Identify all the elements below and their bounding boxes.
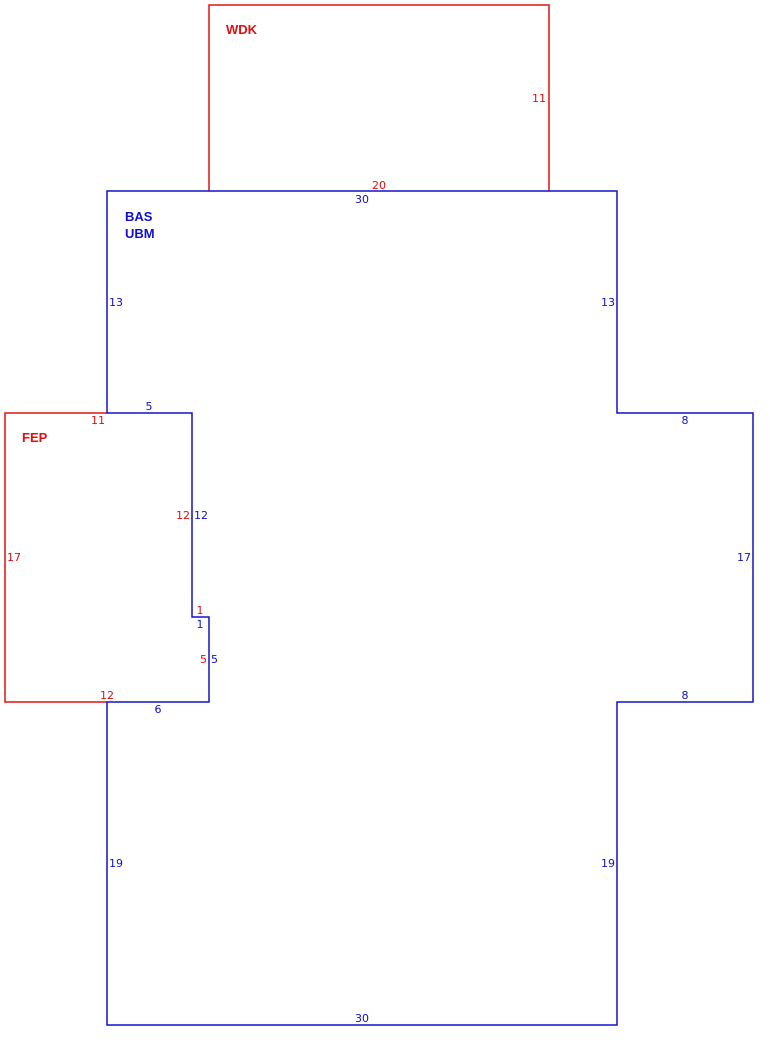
dim-wdk-right: 11 [532,92,546,105]
wdk-area-label: WDK [226,22,258,37]
dim-bas-right-upper: 13 [601,296,615,309]
dim-bas-notch-bottom: 6 [155,703,162,716]
dim-bas-right-bump-top: 8 [682,414,689,427]
dim-fep-top: 11 [91,414,105,427]
ubm-area-label: UBM [125,226,155,241]
dim-bas-right-bump-side: 17 [737,551,751,564]
dim-bas-top: 30 [355,193,369,206]
dim-bas-right-lower: 19 [601,857,615,870]
wdk-outline [208,4,550,191]
dim-fep-step: 1 [197,604,204,617]
dim-bas-bottom: 30 [355,1012,369,1025]
dim-bas-notch-top: 5 [146,400,153,413]
fep-outline [4,412,107,703]
fep-area-label: FEP [22,430,48,445]
dim-fep-lower-right: 5 [200,653,207,666]
dim-fep-bottom: 12 [100,689,114,702]
bas-outline [106,190,754,1026]
dim-bas-left-lower: 19 [109,857,123,870]
bas-area-label: BAS [125,209,153,224]
dim-wdk-bottom: 20 [372,179,386,192]
dim-bas-right-bump-bottom: 8 [682,689,689,702]
dim-bas-notch-step: 1 [197,618,204,631]
dim-fep-right: 12 [176,509,190,522]
dim-bas-left-upper: 13 [109,296,123,309]
dim-bas-notch-lower-side: 5 [211,653,218,666]
dim-fep-left: 17 [7,551,21,564]
dim-bas-notch-side: 12 [194,509,208,522]
